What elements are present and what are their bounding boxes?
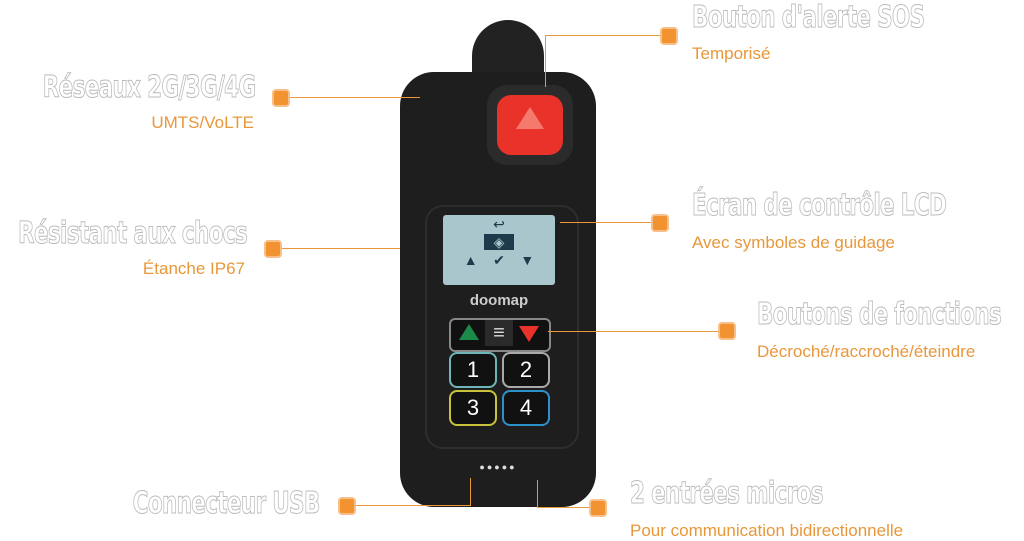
menu-button[interactable]: ≡	[485, 320, 513, 346]
network-marker	[272, 89, 290, 107]
functions-title: Boutons de fonctions	[757, 297, 1002, 333]
brand-logo: doomap	[469, 292, 529, 309]
sos-title: Bouton d'alerte SOS	[692, 0, 926, 36]
shock-marker	[264, 240, 282, 258]
shock-title: Résistant aux chocs	[18, 216, 248, 252]
usb-marker	[338, 497, 356, 515]
usb-leader-line-v	[470, 478, 471, 506]
key-2[interactable]: 2	[502, 352, 550, 388]
lcd-screen: ↩◈▲ ✔ ▼	[443, 215, 555, 285]
functions-subtitle: Décroché/raccroché/éteindre	[757, 342, 976, 361]
key-3[interactable]: 3	[449, 390, 497, 426]
sos-triangle-icon	[516, 107, 544, 129]
sos-subtitle: Temporisé	[692, 44, 771, 63]
lower-panel	[425, 205, 579, 449]
sos-leader-line-v	[545, 35, 546, 87]
lcd-marker	[651, 214, 669, 232]
mics-leader-line-v	[537, 480, 538, 508]
hangup-button[interactable]	[519, 326, 539, 342]
sos-marker	[660, 27, 678, 45]
sos-leader-line	[545, 35, 660, 36]
shock-leader-line	[282, 248, 400, 249]
lcd-title: Écran de contrôle LCD	[692, 188, 948, 224]
usb-connector: ●●●●●	[479, 462, 517, 472]
mics-subtitle: Pour communication bidirectionnelle	[630, 521, 904, 540]
network-leader-line	[290, 97, 420, 98]
mics-marker	[589, 499, 607, 517]
key-1[interactable]: 1	[449, 352, 497, 388]
lcd-subtitle: Avec symboles de guidage	[692, 233, 895, 252]
mics-title: 2 entrées micros	[630, 476, 824, 512]
mics-leader-line	[537, 507, 589, 508]
key-4[interactable]: 4	[502, 390, 550, 426]
shock-subtitle: Étanche IP67	[142, 259, 245, 278]
functions-marker	[718, 322, 736, 340]
usb-title: Connecteur USB	[133, 486, 321, 522]
network-subtitle: UMTS/VoLTE	[151, 113, 254, 132]
network-title: Réseaux 2G/3G/4G	[42, 70, 256, 106]
answer-button[interactable]	[459, 324, 479, 340]
lcd-leader-line	[560, 222, 651, 223]
usb-leader-line	[356, 505, 470, 506]
functions-leader-line	[548, 331, 718, 332]
